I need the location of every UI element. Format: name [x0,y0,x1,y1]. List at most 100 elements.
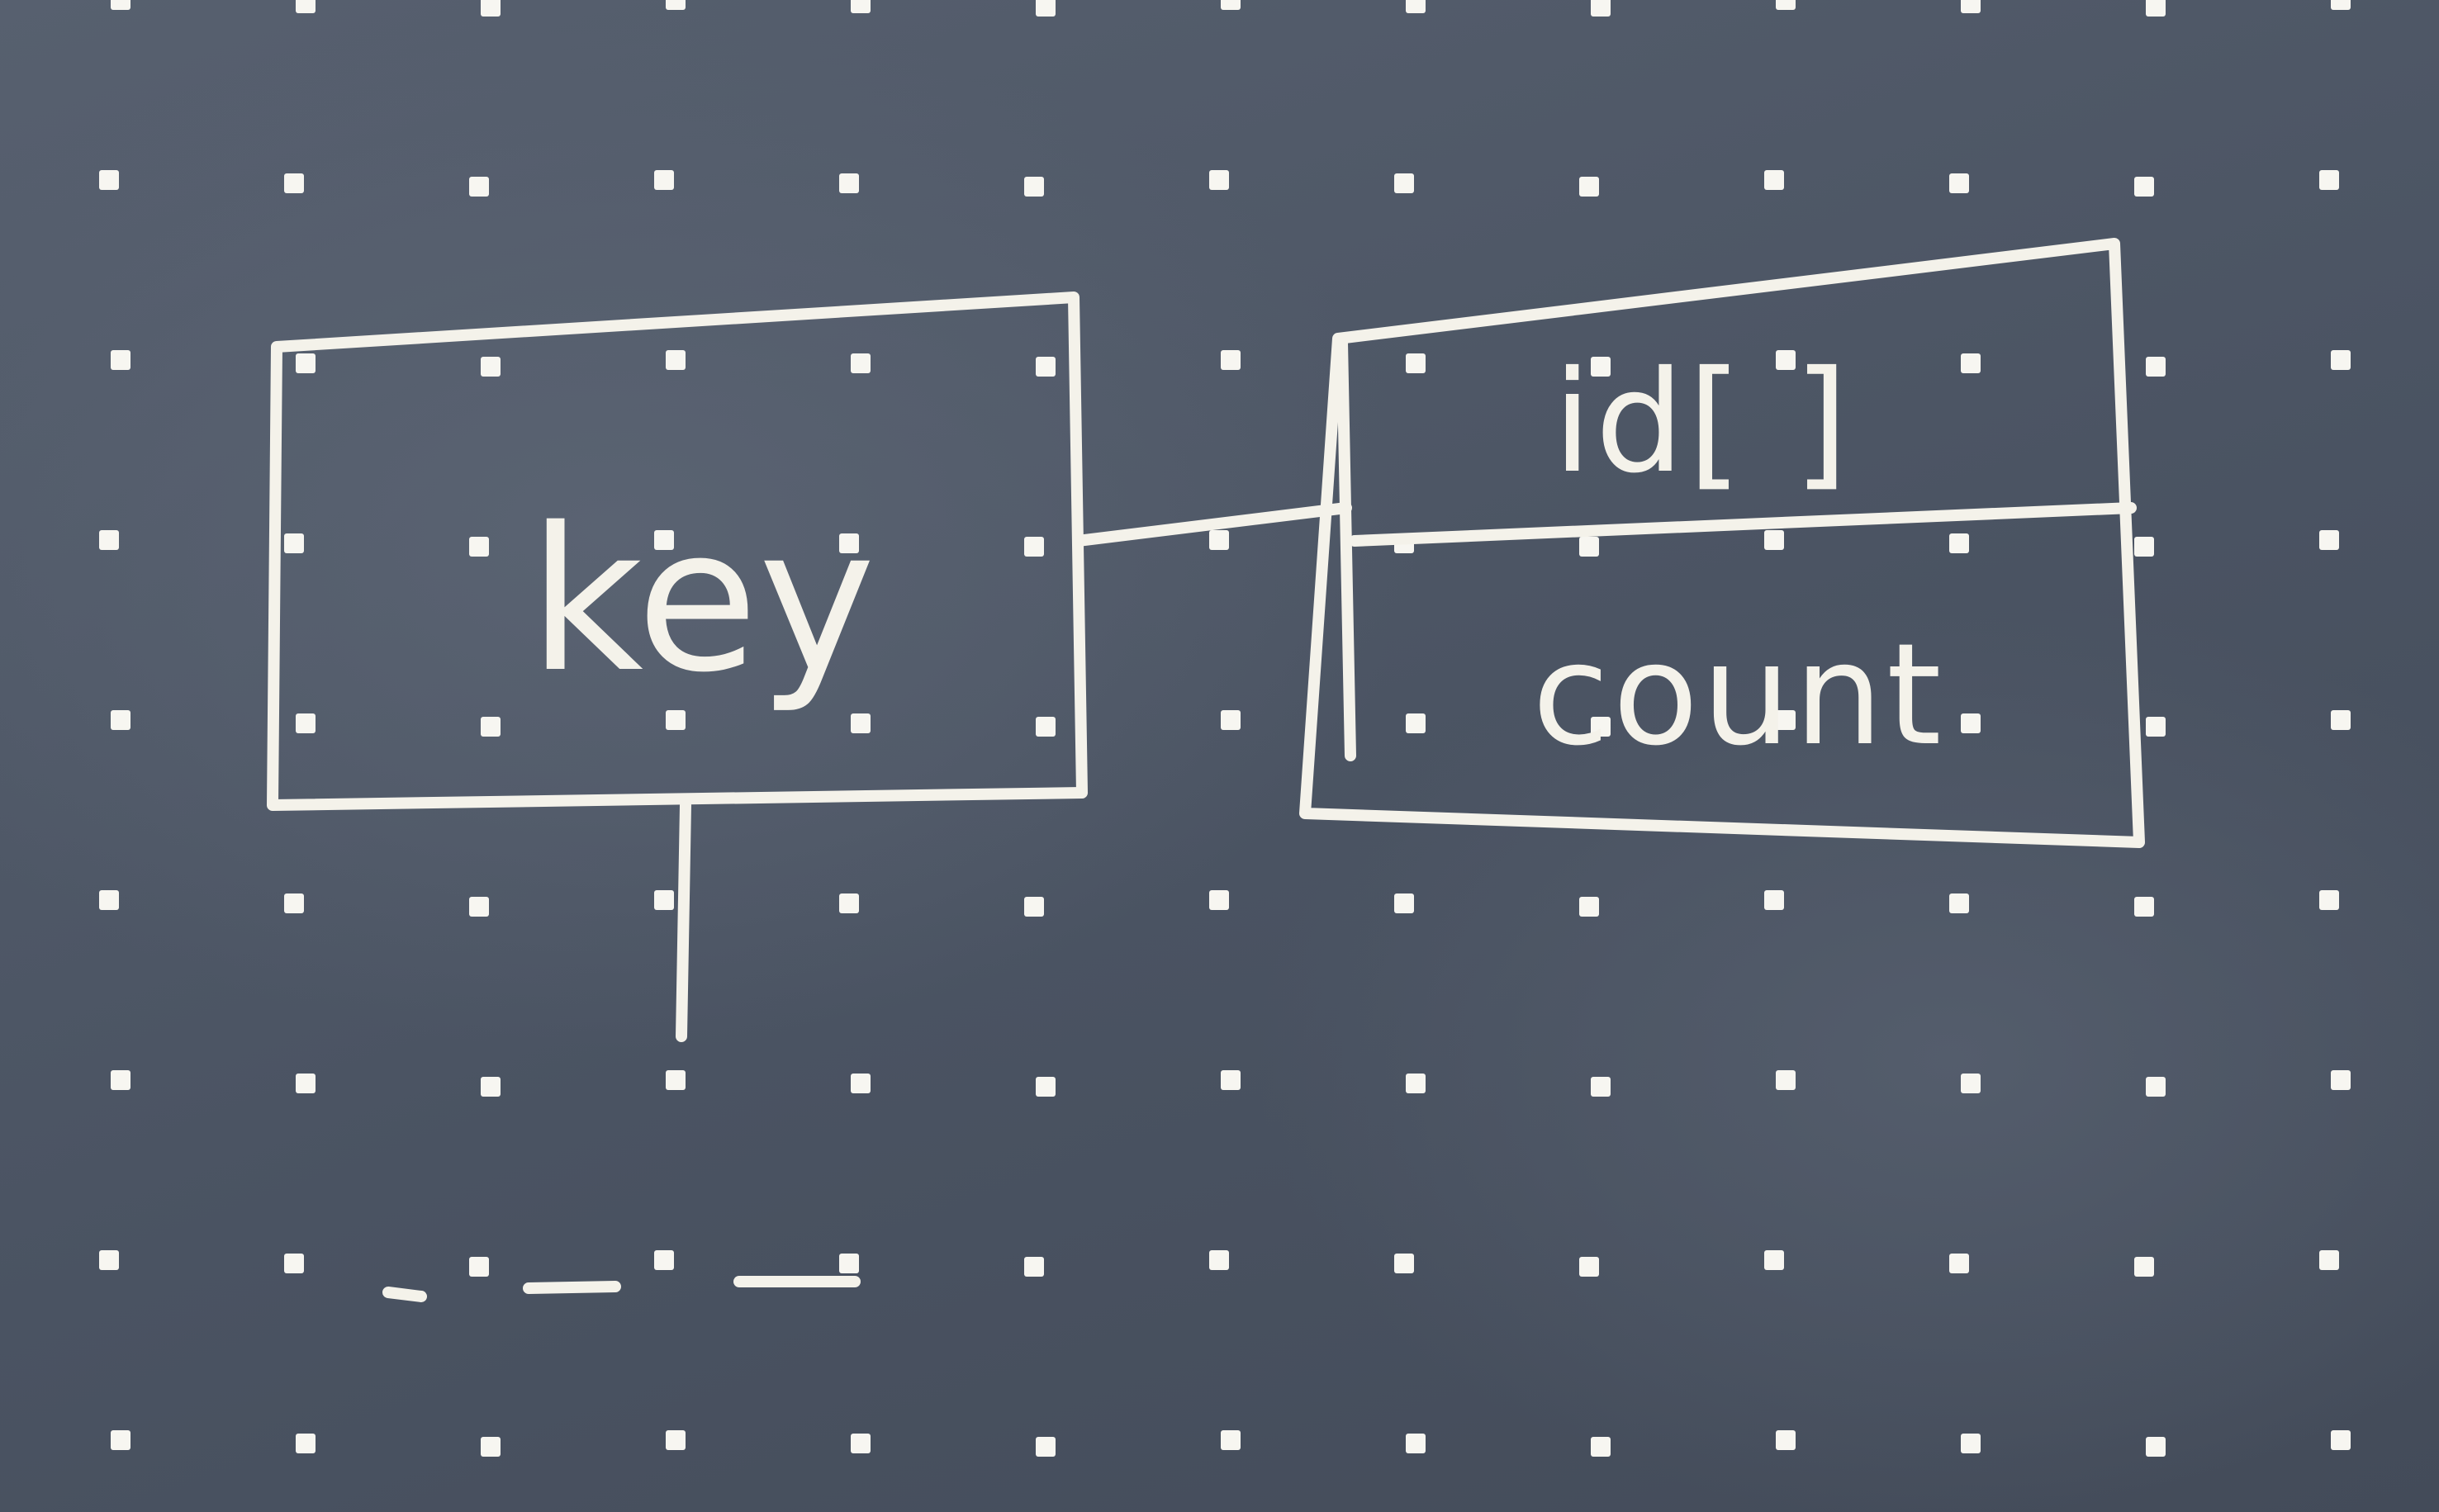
grid-dot [2319,170,2339,190]
grid-dot [481,1077,501,1097]
grid-dot [296,1074,316,1093]
grid-dot [1394,173,1414,193]
grid-dot [1961,1074,1981,1093]
grid-dot [1036,357,1056,377]
dot-grid [99,0,2351,1457]
grid-dot [2146,357,2166,377]
grid-dot [1591,717,1611,737]
grid-dot [2134,1257,2154,1277]
grid-dot [1036,1077,1056,1097]
grid-dot [111,710,130,730]
grid-dot [1776,710,1796,730]
grid-dot [1221,710,1241,730]
grid-dot [666,350,686,370]
grid-dot [296,1434,316,1453]
grid-dot [1764,890,1784,910]
grid-dot [2331,1070,2351,1090]
grid-dot [284,173,304,193]
grid-dot [2134,897,2154,917]
grid-dot [284,1254,304,1273]
grid-dot [1406,713,1426,733]
grid-dot [2319,890,2339,910]
grid-dot [1961,713,1981,733]
grid-dot [296,353,316,373]
grid-dot [2134,537,2154,557]
chalk-smudge-dash-2 [523,1281,621,1294]
grid-dot [1949,173,1969,193]
grid-dot [1406,353,1426,373]
grid-dot [1961,0,1981,13]
grid-dot [1209,170,1229,190]
grid-dot [1591,0,1611,17]
grid-dot [851,1074,871,1093]
grid-dot [469,177,489,197]
grid-dot [1406,1434,1426,1453]
grid-dot [99,890,119,910]
grid-dot [666,1070,686,1090]
record-field-id: id[ ] [1553,341,1852,505]
record-node-left-bracket [1336,337,1356,761]
grid-dot [1579,537,1599,557]
grid-dot [1776,1070,1796,1090]
grid-dot [1579,177,1599,197]
key-node-box [267,291,1088,811]
grid-dot [654,890,674,910]
grid-dot [1221,350,1241,370]
grid-dot [481,0,501,17]
key-to-record-connector [1072,502,1352,547]
grid-dot [99,170,119,190]
grid-dot [1949,1254,1969,1273]
grid-dot [1221,1070,1241,1090]
grid-dot [1209,1250,1229,1270]
grid-dot [1591,357,1611,377]
grid-dot [1221,0,1241,10]
grid-dot [1406,0,1426,13]
record-field-divider [1349,502,2137,547]
grid-dot [2331,710,2351,730]
grid-dot [2134,177,2154,197]
grid-dot [1764,170,1784,190]
grid-dot [99,1250,119,1270]
grid-dot [296,713,316,733]
grid-dot [1776,1430,1796,1450]
grid-dot [1209,890,1229,910]
grid-dot [2146,0,2166,17]
chalk-smudge-dash-1 [382,1287,427,1302]
grid-dot [469,897,489,917]
grid-dot [1591,1437,1611,1457]
grid-dot [1406,1074,1426,1093]
grid-dot [111,0,130,10]
grid-dot [1961,353,1981,373]
grid-dot [1776,350,1796,370]
grid-dot [666,1430,686,1450]
grid-dot [1591,1077,1611,1097]
grid-dot [851,1434,871,1453]
grid-dot [839,533,859,553]
grid-dot [469,1257,489,1277]
grid-dot [481,717,501,737]
grid-dot [1764,530,1784,550]
grid-dot [2146,1077,2166,1097]
grid-dot [839,1254,859,1273]
grid-dot [99,530,119,550]
grid-dot [1036,717,1056,737]
grid-dot [111,350,130,370]
grid-dot [2319,530,2339,550]
grid-dot [1024,1257,1044,1277]
grid-dot [1394,893,1414,913]
grid-dot [851,353,871,373]
grid-dot [2146,717,2166,737]
grid-dot [1764,1250,1784,1270]
grid-dot [1579,897,1599,917]
grid-dot [1776,0,1796,10]
grid-dot [1024,177,1044,197]
grid-dot [2331,0,2351,10]
grid-dot [296,0,316,13]
grid-dot [2331,350,2351,370]
grid-dot [1949,533,1969,553]
grid-dot [2146,1437,2166,1457]
grid-dot [666,710,686,730]
grid-dot [654,1250,674,1270]
